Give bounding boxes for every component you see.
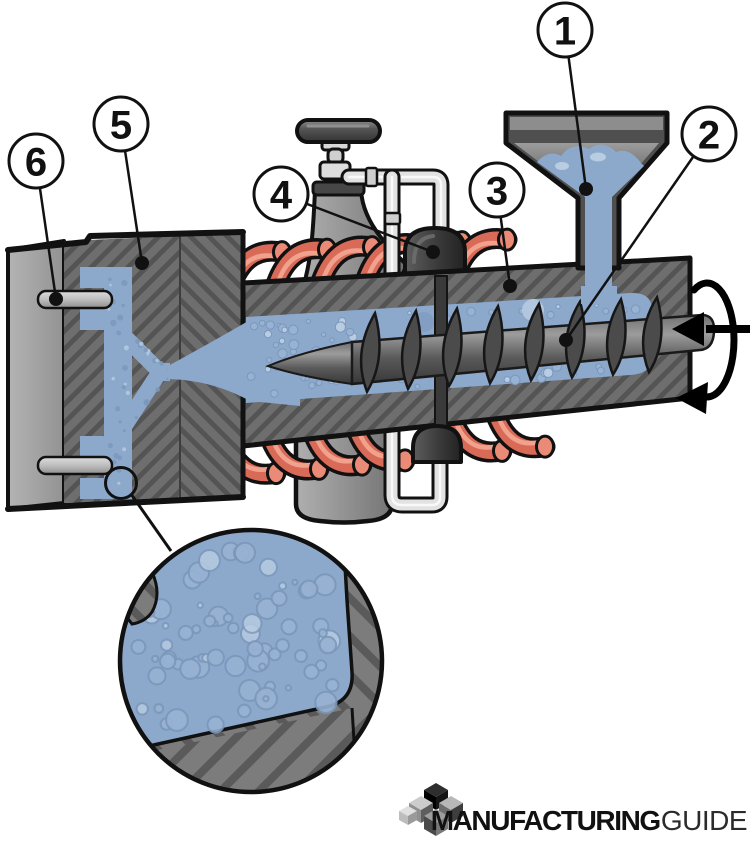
callout-4: 4	[252, 165, 440, 259]
feed-throat	[581, 286, 617, 304]
callout-circle	[7, 132, 65, 190]
callout-number: 1	[554, 10, 576, 54]
callout-dot	[559, 333, 573, 347]
callout-number: 5	[110, 104, 132, 148]
callout-6: 6	[7, 132, 65, 306]
callout-number: 2	[698, 114, 720, 158]
detail-circle-content	[120, 530, 382, 792]
ejector-pin-bottom	[36, 455, 114, 476]
gas-pipes	[340, 166, 450, 514]
logo: MANUFACTURINGGUIDE	[399, 783, 748, 836]
callout-dot	[426, 245, 440, 259]
valve-handwheel	[295, 118, 382, 144]
callout-1: 1	[536, 1, 594, 196]
callout-2: 2	[559, 105, 738, 347]
logo-cubes-icon	[399, 783, 463, 836]
logo-text-bold: MANUFACTURING	[431, 805, 661, 836]
callout-number: 4	[270, 174, 293, 218]
rotation-arrow-icon	[672, 279, 750, 414]
callout-circle	[680, 105, 738, 163]
callout-3: 3	[468, 161, 526, 293]
callout-dot	[49, 292, 63, 306]
callout-dot	[503, 279, 517, 293]
callouts-layer: 1 2 3 4 5 6	[7, 1, 738, 347]
callout-number: 3	[486, 170, 508, 214]
callout-circle	[468, 161, 526, 219]
callout-circle	[252, 165, 310, 223]
hopper-granules	[537, 144, 644, 302]
callout-number: 6	[25, 141, 47, 185]
callout-dot	[135, 256, 149, 270]
detail-circle-border	[117, 527, 385, 795]
callout-circle	[92, 95, 150, 153]
detail-connector-line	[129, 493, 173, 552]
callout-circle	[536, 1, 594, 59]
screw	[265, 294, 716, 395]
foam-bubbles	[130, 541, 342, 734]
logo-text-light: GUIDE	[661, 805, 747, 836]
logo-text: MANUFACTURINGGUIDE	[431, 805, 747, 836]
callout-5: 5	[92, 95, 150, 270]
gas-injector-bottom	[411, 424, 463, 464]
detail-indicator-circle	[104, 466, 138, 500]
screw-flights	[359, 294, 663, 395]
callout-dot	[579, 182, 593, 196]
hopper	[503, 110, 670, 304]
